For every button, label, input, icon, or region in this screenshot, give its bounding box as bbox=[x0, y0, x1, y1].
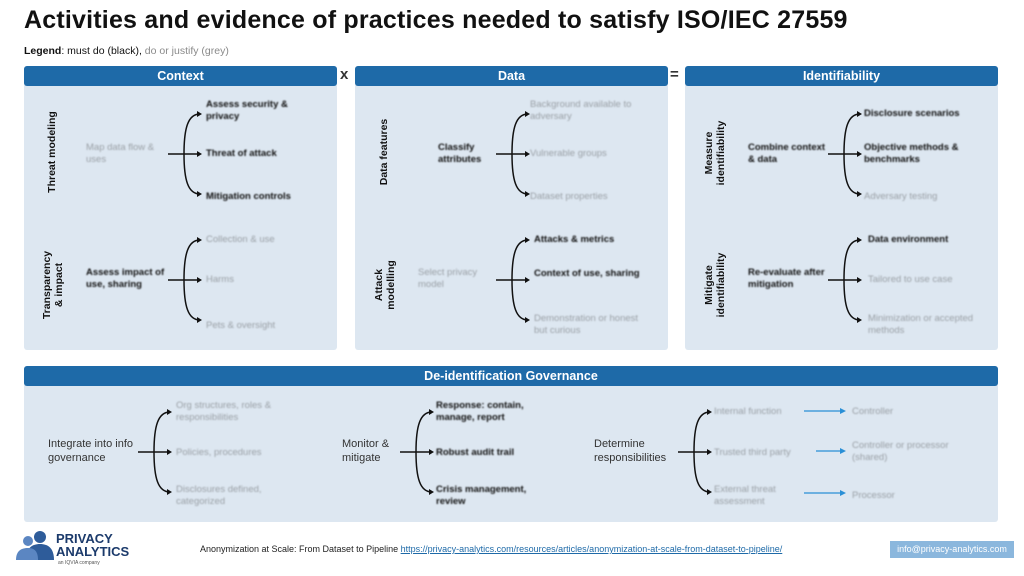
measure-label: Measure identifiability bbox=[703, 111, 729, 195]
transparency-branch-1: Collection & use bbox=[206, 234, 275, 245]
transparency-label: Transparency & impact bbox=[41, 243, 67, 327]
attack-mid: Select privacy model bbox=[418, 267, 478, 290]
mitigate-label: Mitigate identifiability bbox=[703, 243, 729, 327]
equals-operator: = bbox=[670, 66, 679, 83]
transparency-mid: Assess impact of use, sharing bbox=[86, 267, 165, 290]
measure-bracket-icon bbox=[828, 111, 862, 197]
target-3: Processor bbox=[852, 490, 895, 501]
monitor-branch-1: Response: contain, manage, report bbox=[436, 400, 524, 423]
determine-bracket-icon bbox=[678, 409, 712, 495]
integrate-label: Integrate into info governance bbox=[48, 438, 134, 464]
governance-header: De-identification Governance bbox=[24, 366, 998, 386]
transparency-label-line2: & impact bbox=[53, 262, 65, 308]
transparency-label-line1: Transparency bbox=[41, 250, 53, 320]
monitor-branch-3: Crisis management, review bbox=[436, 484, 527, 507]
mitigate-bracket-icon bbox=[828, 237, 862, 323]
legend-label: Legend bbox=[24, 45, 62, 57]
attack-branch-3: Demonstration or honest but curious bbox=[534, 313, 639, 336]
data-features-label: Data features bbox=[378, 118, 390, 186]
features-mid: Classify attributes bbox=[438, 142, 482, 165]
logo-line2: ANALYTICS bbox=[56, 544, 130, 559]
identifiability-panel bbox=[685, 66, 998, 350]
data-header: Data bbox=[355, 66, 668, 86]
legend: Legend: must do (black), do or justify (… bbox=[24, 45, 229, 57]
integrate-branch-1: Org structures, roles & responsibilities bbox=[176, 400, 272, 423]
mitigate-mid: Re-evaluate after mitigation bbox=[748, 267, 825, 290]
transparency-branch-2: Harms bbox=[206, 274, 234, 285]
mitigate-branch-1: Data environment bbox=[868, 234, 949, 245]
measure-branch-2: Objective methods & benchmarks bbox=[864, 142, 959, 165]
threat-branch-2: Threat of attack bbox=[206, 148, 277, 159]
threat-mid: Map data flow & uses bbox=[86, 142, 155, 165]
determine-label: Determine responsibilities bbox=[594, 438, 667, 464]
determine-branch-1: Internal function bbox=[714, 406, 782, 417]
context-panel bbox=[24, 66, 337, 350]
mitigate-branch-2: Tailored to use case bbox=[868, 274, 953, 285]
threat-modeling-label: Threat modeling bbox=[46, 111, 58, 193]
measure-label-line1: Measure bbox=[703, 131, 715, 175]
attack-label-line1: Attack bbox=[373, 268, 385, 302]
features-branch-1: Background available to adversary bbox=[530, 99, 632, 122]
times-operator: x bbox=[340, 66, 349, 83]
legend-just: do or justify (grey) bbox=[144, 45, 229, 57]
monitor-bracket-icon bbox=[400, 409, 434, 495]
features-bracket-icon bbox=[496, 111, 530, 197]
transparency-bracket-icon bbox=[168, 237, 202, 323]
determine-branch-2: Trusted third party bbox=[714, 447, 791, 458]
email-badge[interactable]: info@privacy-analytics.com bbox=[890, 541, 1014, 558]
mitigate-branch-3: Minimization or accepted methods bbox=[868, 313, 974, 336]
citation-text: Anonymization at Scale: From Dataset to … bbox=[200, 544, 399, 554]
logo-line1: PRIVACY bbox=[56, 531, 113, 546]
target-1: Controller bbox=[852, 406, 894, 417]
threat-branch-3: Mitigation controls bbox=[206, 191, 291, 202]
determine-branch-3: External threat assessment bbox=[714, 484, 776, 507]
monitor-label: Monitor & mitigate bbox=[342, 438, 390, 464]
determine-arrows-icon bbox=[804, 408, 846, 496]
mitigate-label-line1: Mitigate bbox=[703, 265, 715, 305]
citation-link[interactable]: https://privacy-analytics.com/resources/… bbox=[400, 544, 783, 554]
mitigate-label-line2: identifiability bbox=[715, 252, 727, 318]
measure-mid: Combine context & data bbox=[748, 142, 826, 165]
logo-wordmark: PRIVACY ANALYTICS bbox=[56, 532, 129, 558]
measure-branch-3: Adversary testing bbox=[864, 191, 938, 202]
context-header: Context bbox=[24, 66, 337, 86]
attack-branch-2: Context of use, sharing bbox=[534, 268, 640, 279]
measure-branch-1: Disclosure scenarios bbox=[864, 108, 960, 119]
features-branch-2: Vulnerable groups bbox=[530, 148, 607, 159]
attack-label-line2: modelling bbox=[385, 260, 397, 310]
privacy-analytics-logo-icon bbox=[16, 531, 54, 560]
identifiability-header: Identifiability bbox=[685, 66, 998, 86]
legend-must: : must do (black), bbox=[61, 45, 142, 57]
attack-branch-1: Attacks & metrics bbox=[534, 234, 615, 245]
transparency-branch-3: Pets & oversight bbox=[206, 320, 276, 331]
data-panel bbox=[355, 66, 668, 350]
measure-label-line2: identifiability bbox=[715, 120, 727, 186]
integrate-branch-3: Disclosures defined, categorized bbox=[176, 484, 262, 507]
threat-bracket-icon bbox=[168, 111, 202, 197]
integrate-branch-2: Policies, procedures bbox=[176, 447, 262, 458]
attack-bracket-icon bbox=[496, 237, 530, 323]
governance-panel bbox=[24, 366, 998, 522]
target-2: Controller or processor (shared) bbox=[852, 440, 949, 463]
attack-modelling-label: Attack modelling bbox=[373, 243, 399, 327]
footer-citation: Anonymization at Scale: From Dataset to … bbox=[200, 544, 782, 554]
monitor-branch-2: Robust audit trail bbox=[436, 447, 515, 458]
threat-branch-1: Assess security & privacy bbox=[206, 99, 288, 122]
integrate-bracket-icon bbox=[138, 409, 172, 495]
features-branch-3: Dataset properties bbox=[530, 191, 608, 202]
logo-subtitle: an IQVIA company bbox=[58, 560, 100, 566]
page-title: Activities and evidence of practices nee… bbox=[24, 6, 848, 34]
